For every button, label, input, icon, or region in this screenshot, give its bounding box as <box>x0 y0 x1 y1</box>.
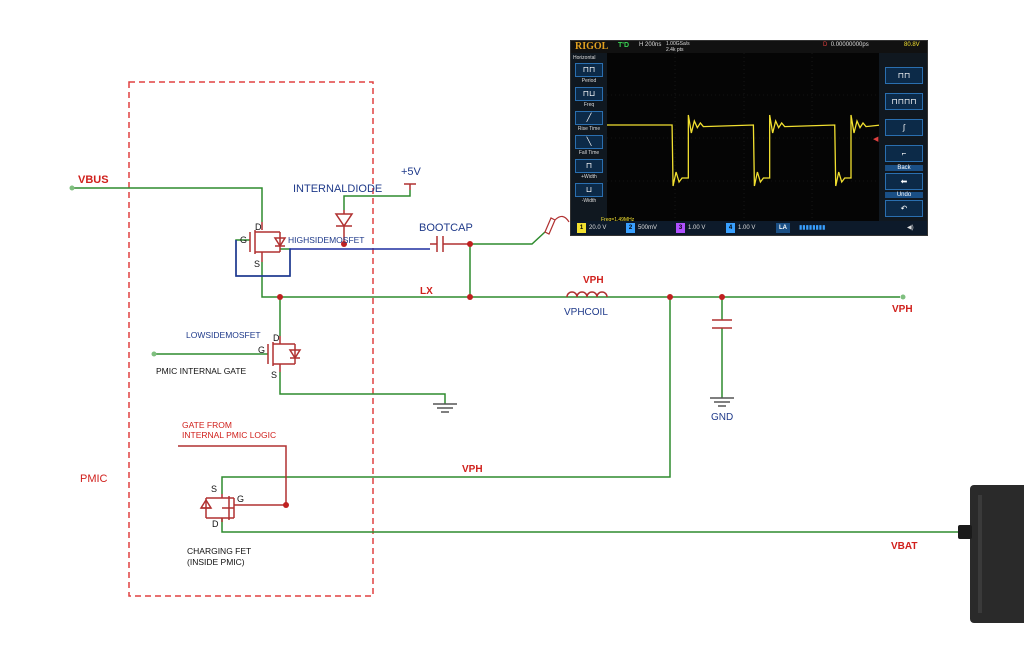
plus5v-supply <box>404 183 416 190</box>
scope-ch1-marker: ◀ <box>873 136 879 143</box>
label-plus5v: +5V <box>401 166 422 178</box>
label-gate-from-2: INTERNAL PMIC LOGIC <box>182 430 276 440</box>
scope-back-button[interactable]: ⬅ <box>885 173 923 190</box>
label-vph-coil: VPHCOIL <box>564 307 608 318</box>
output-capacitor-symbol <box>712 319 732 329</box>
charging-fet-symbol <box>199 494 286 522</box>
highside-mosfet-symbol <box>249 222 287 262</box>
battery-photo <box>958 485 1024 623</box>
scope-timebase: H 200ns <box>639 42 662 48</box>
scope-brand: RIGOL <box>575 41 609 52</box>
battery-ridge <box>978 495 982 613</box>
gate-logic-wire <box>178 445 287 505</box>
pin-s-lowside: S <box>271 370 277 380</box>
pin-d-highside: D <box>255 222 262 232</box>
scope-pulse-button[interactable]: ⊓⊓ <box>885 67 923 84</box>
scope-freq-label: Freq <box>583 102 595 108</box>
scope-probe-icon <box>544 215 570 235</box>
label-vbus: VBUS <box>78 174 109 186</box>
scope-freq-button[interactable]: ⊓⊔ <box>575 87 603 101</box>
scope-rise-time-button[interactable]: ╱ <box>575 111 603 125</box>
label-bootcap: BOOTCAP <box>419 222 473 234</box>
label-vph-coil-top: VPH <box>583 275 604 286</box>
terminal-dots <box>69 185 906 357</box>
wires <box>72 187 968 533</box>
label-charging-fet-1: CHARGING FET <box>187 546 251 556</box>
pin-g-highside: G <box>240 235 247 245</box>
scope-fall-time-button[interactable]: ╲ <box>575 135 603 149</box>
bootcap-symbol <box>430 236 470 252</box>
label-pmic-gate: PMIC INTERNAL GATE <box>156 366 247 376</box>
scope-right-menu: ⊓⊓ ⊓⊓⊓⊓ ∫ ⌐ Back ⬅ Undo ↶ <box>879 53 927 223</box>
label-lowside-mosfet: LOWSIDEMOSFET <box>186 330 261 340</box>
scope-trace-ch1 <box>607 114 882 187</box>
scope-burst-button[interactable]: ⊓⊓⊓⊓ <box>885 93 923 110</box>
vph-coil-symbol <box>566 291 608 298</box>
label-internal-diode: INTERNALDIODE <box>293 183 382 195</box>
scope-pos-width-label: +Width <box>581 174 597 180</box>
ground-symbol-gnd <box>710 397 734 407</box>
scope-trigger-offset: D 0.00000000ps <box>823 42 869 48</box>
label-charging-fet-2: (INSIDE PMIC) <box>187 557 245 567</box>
label-gnd: GND <box>711 412 733 423</box>
scope-trigger-level: 80.8V <box>904 42 920 48</box>
battery-connector <box>958 525 972 539</box>
scope-menu-title: Horizontal <box>573 55 596 61</box>
label-pmic: PMIC <box>80 473 108 485</box>
scope-digital-channels: ▮▮▮▮▮▮▮▮ <box>799 225 826 231</box>
scope-waveform: ◀ <box>607 53 882 223</box>
scope-neg-width-button[interactable]: ⊔ <box>575 183 603 197</box>
junction-dots <box>277 241 725 508</box>
scope-freq-readout: Freq=1.49MHz <box>601 217 635 223</box>
scope-back-label: Back <box>885 165 923 171</box>
scope-speaker-icon[interactable]: ◀) <box>907 225 914 231</box>
scope-period-button[interactable]: ⊓⊓ <box>575 63 603 77</box>
scope-pos-width-button[interactable]: ⊓ <box>575 159 603 173</box>
scope-rise-time-label: Rise Time <box>577 126 601 132</box>
ground-symbol-lowside <box>433 403 457 413</box>
scope-display: ◀ <box>607 53 882 223</box>
pin-d-charging: D <box>212 519 219 529</box>
label-highside-mosfet: HIGHSIDEMOSFET <box>288 235 365 245</box>
scope-la-button[interactable]: LA <box>776 223 790 233</box>
label-vph-out: VPH <box>892 304 913 315</box>
scope-neg-width-label: -Width <box>581 198 597 204</box>
pin-g-charging: G <box>237 494 244 504</box>
highside-source-loop <box>235 240 430 277</box>
label-vph-mid: VPH <box>462 464 483 475</box>
label-gate-from-1: GATE FROM <box>182 420 232 430</box>
pin-g-lowside: G <box>258 345 265 355</box>
pin-s-highside: S <box>254 259 260 269</box>
pin-d-lowside: D <box>273 333 280 343</box>
scope-period-label: Period <box>581 78 597 84</box>
scope-fall-time-label: Fall Time <box>578 150 600 156</box>
pmic-boundary <box>128 81 374 597</box>
label-lx: LX <box>420 286 433 297</box>
scope-left-menu: Horizontal ⊓⊓ Period ⊓⊔ Freq ╱ Rise Time… <box>571 53 607 223</box>
scope-status: T'D <box>618 42 629 49</box>
lowside-mosfet-symbol <box>267 336 302 372</box>
label-vbat: VBAT <box>891 541 917 552</box>
scope-rise-button[interactable]: ∫ <box>885 119 923 136</box>
scope-undo-label: Undo <box>885 192 923 198</box>
scope-undo-button[interactable]: ↶ <box>885 200 923 217</box>
pin-s-charging: S <box>211 484 217 494</box>
scope-fall-button[interactable]: ⌐ <box>885 145 923 162</box>
